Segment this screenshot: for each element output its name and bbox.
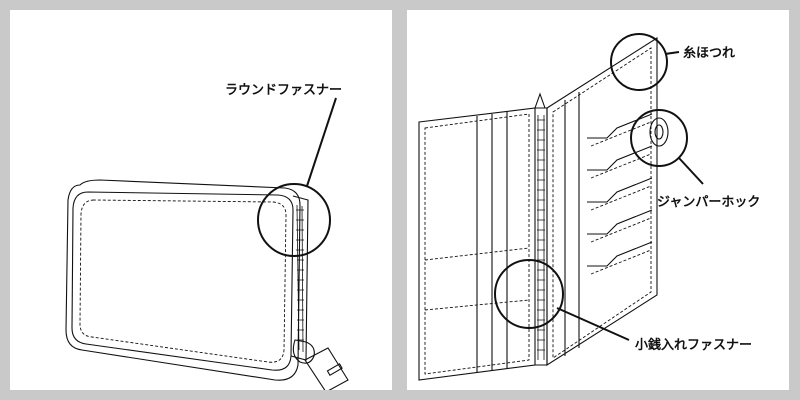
jumper-hook (649, 117, 669, 147)
wallet-closed-drawing: ラウンドファスナー (65, 83, 349, 390)
thread-fray-label: 糸ほつれ (683, 45, 735, 61)
thread-fray-leader-line (664, 51, 680, 55)
wallet-closed-panel: ラウンドファスナー (10, 10, 392, 390)
coin-zipper-leader-line (556, 307, 630, 341)
coin-zipper-label: 小銭入れファスナー (635, 337, 752, 353)
wallet-open-drawing: 糸ほつれ ジャンパーホック 小銭入れファスナー (418, 33, 760, 381)
round-zipper-callout-circle (257, 183, 331, 257)
round-zipper-label: ラウンドファスナー (225, 83, 342, 98)
zipper-pull-tag (292, 339, 349, 390)
thread-fray-callout-circle (610, 33, 668, 91)
jumper-hook-callout-circle (630, 109, 688, 167)
wallet-open-panel: 糸ほつれ ジャンパーホック 小銭入れファスナー (407, 10, 789, 390)
round-zipper (290, 195, 309, 361)
card-slots-panel (546, 36, 658, 367)
round-zipper-leader-line (306, 97, 337, 187)
coin-zipper-callout-circle (494, 259, 564, 329)
left-open-flap (418, 107, 536, 381)
jumper-hook-label: ジャンパーホック (657, 195, 760, 210)
jumper-hook-leader-line (678, 157, 704, 185)
